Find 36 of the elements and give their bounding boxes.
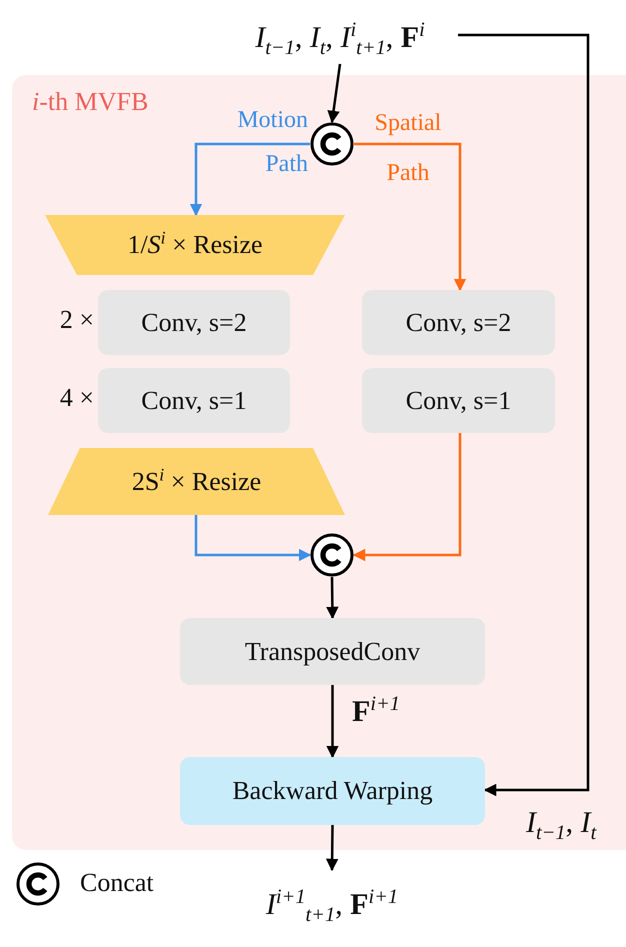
repeat-count: 2 ×	[58, 305, 94, 335]
module-panel	[12, 75, 626, 850]
block-label: Backward Warping	[232, 776, 433, 806]
formula-text: I$_{t−1}$, I$_{t}$, I$^{i}$$_{t+1}$, F$^{i}$	[255, 21, 425, 55]
block-label: Conv, s=1	[406, 386, 512, 416]
arrow	[327, 64, 342, 124]
arrow	[352, 433, 462, 562]
module-title: i-th MVFB	[32, 87, 148, 117]
arrow	[326, 576, 339, 620]
block-label: Conv, s=1	[141, 386, 247, 416]
conv-box	[362, 368, 555, 433]
block-label: Conv, s=2	[141, 308, 247, 338]
resize-trapezoid	[45, 215, 345, 275]
block-label: 1/S$^{i}$ × Resize	[127, 230, 263, 260]
arrow	[326, 824, 338, 872]
arrow	[190, 142, 310, 216]
repeat-count: 4 ×	[58, 383, 94, 413]
arrow	[326, 685, 339, 758]
warping-box	[180, 757, 485, 825]
block-label: TransposedConv	[244, 636, 420, 666]
concat-icon	[310, 122, 354, 166]
concat-icon	[310, 533, 354, 577]
edge-label: Spatial Path	[374, 109, 442, 188]
arrow	[354, 142, 466, 292]
arrow	[194, 515, 312, 562]
resize-trapezoid	[48, 448, 345, 515]
arrow	[458, 34, 590, 796]
formula-text: I$^{i+1}$$_{t+1}$, F$^{i+1}$	[266, 888, 398, 922]
block-label: Conv, s=2	[406, 308, 512, 338]
block-label: 2S$^{i}$ × Resize	[132, 466, 262, 496]
edge-label: I$_{t−1}$, I$_{t}$	[526, 806, 598, 840]
conv-box	[180, 618, 485, 685]
conv-box	[362, 290, 555, 355]
edge-label: Motion Path	[236, 106, 308, 179]
edge-label: F$^{i+1}$	[352, 697, 401, 727]
legend-label: Concat	[80, 868, 154, 898]
